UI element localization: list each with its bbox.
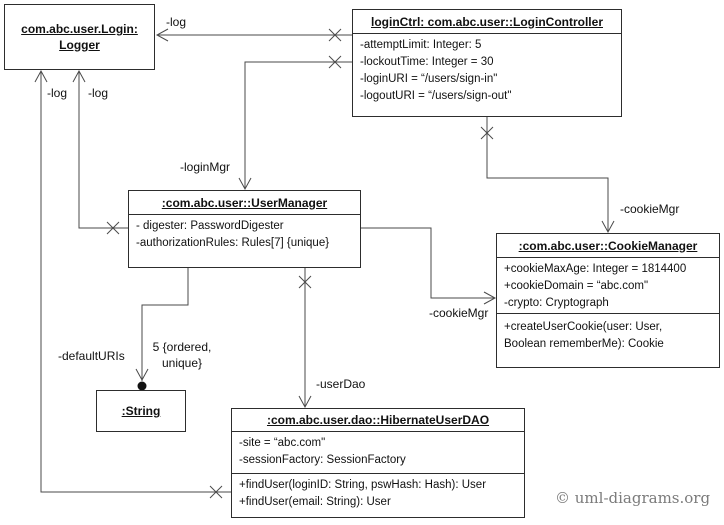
class-usermanager: :com.abc.user::UserManager - digester: P…: [128, 190, 361, 268]
operation: +findUser(email: String): User: [239, 496, 391, 508]
class-string-title: :String: [121, 404, 161, 418]
edge-label-cookiemgr-mid: -cookieMgr: [429, 306, 489, 320]
edge-label-defaulturis: -defaultURIs: [58, 349, 125, 363]
class-cookiemanager-title: :com.abc.user::CookieManager: [518, 238, 698, 253]
class-logincontroller-title: loginCtrl: com.abc.user::LoginController: [370, 14, 603, 29]
edge-label-log-left-inner: -log: [88, 86, 109, 100]
attribute: +cookieDomain = “abc.com": [504, 280, 649, 292]
class-logincontroller: loginCtrl: com.abc.user::LoginController…: [352, 9, 622, 117]
class-string: :String: [96, 390, 186, 432]
class-usermanager-title: :com.abc.user::UserManager: [161, 195, 328, 210]
class-hibernateuserdao-title: :com.abc.user.dao::HibernateUserDAO: [266, 413, 490, 427]
attribute: -crypto: Cryptograph: [504, 297, 609, 309]
cookiemanager-operations: +createUserCookie(user: User, Boolean re…: [497, 313, 719, 367]
dao-operations: +findUser(loginID: String, pswHash: Hash…: [232, 473, 524, 517]
attribute: -attemptLimit: Integer: 5: [360, 39, 482, 51]
edge-label-log-top: -log: [166, 15, 187, 29]
operation: +findUser(loginID: String, pswHash: Hash…: [239, 479, 487, 491]
class-logger-title: com.abc.user.Login:: [21, 22, 138, 36]
copyright-text: © uml-diagrams.org: [555, 489, 711, 507]
edge-label-userdao: -userDao: [316, 377, 366, 391]
operation: +createUserCookie(user: User,: [504, 321, 663, 333]
multiplicity-line: unique}: [161, 356, 203, 370]
association-logincontroller-cookiemanager: [480, 117, 615, 234]
attribute: -sessionFactory: SessionFactory: [239, 454, 406, 466]
edge-label-loginmgr: -loginMgr: [180, 160, 231, 174]
attribute: -logoutURI = “/users/sign-out": [360, 90, 512, 102]
attribute: -authorizationRules: Rules[7] {unique}: [136, 237, 330, 249]
cookiemanager-attributes: +cookieMaxAge: Integer = 1814400 +cookie…: [497, 257, 719, 313]
multiplicity-line: 5 {ordered,: [152, 340, 212, 354]
attribute: +cookieMaxAge: Integer = 1814400: [504, 263, 687, 275]
logincontroller-attributes: -attemptLimit: Integer: 5 -lockoutTime: …: [353, 33, 621, 117]
edge-label-cookiemgr-right: -cookieMgr: [620, 202, 680, 216]
ownership-ball: [137, 381, 147, 391]
attribute: - digester: PasswordDigester: [136, 220, 284, 232]
association-usermanager-string: [135, 268, 189, 391]
association-logincontroller-usermanager: [238, 55, 352, 191]
dao-attributes: -site = “abc.com" -sessionFactory: Sessi…: [232, 431, 524, 473]
class-cookiemanager: :com.abc.user::CookieManager +cookieMaxA…: [496, 233, 720, 368]
association-usermanager-cookiemanager: [361, 227, 497, 305]
attribute: -lockoutTime: Integer = 30: [360, 56, 494, 68]
association-dao-logger: [34, 69, 231, 499]
association-logincontroller-logger: [155, 28, 352, 42]
class-logger-title-2: Logger: [59, 38, 100, 52]
operation: Boolean rememberMe): Cookie: [504, 338, 664, 350]
association-usermanager-dao: [298, 268, 312, 409]
attribute: -site = “abc.com": [239, 437, 326, 449]
usermanager-attributes: - digester: PasswordDigester -authorizat…: [129, 214, 360, 268]
class-logger: com.abc.user.Login: Logger: [4, 4, 155, 70]
edge-label-multiplicity: 5 {ordered, unique}: [148, 339, 216, 371]
attribute: -loginURI = “/users/sign-in": [360, 73, 498, 85]
association-usermanager-logger: [72, 69, 128, 235]
class-hibernateuserdao: :com.abc.user.dao::HibernateUserDAO -sit…: [231, 408, 525, 518]
edge-label-log-left-outer: -log: [47, 86, 68, 100]
